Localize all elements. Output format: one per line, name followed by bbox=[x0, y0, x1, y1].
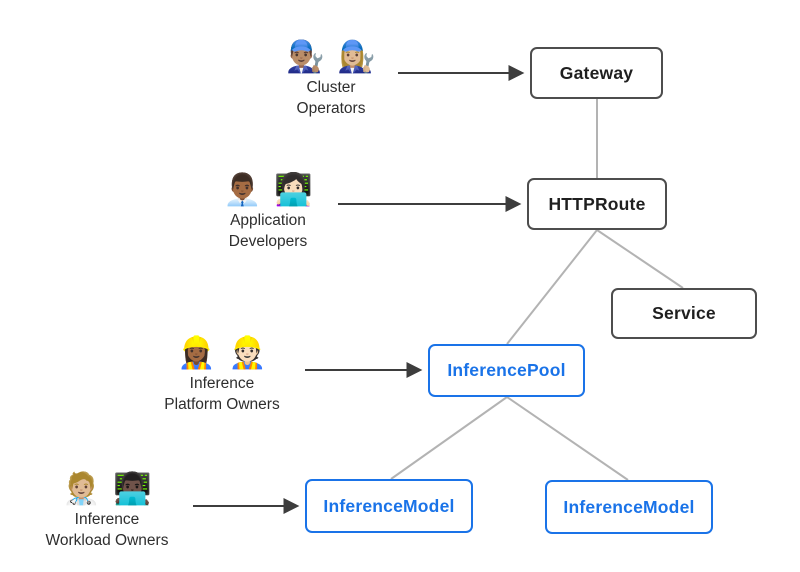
connector-httproute-service bbox=[596, 229, 684, 289]
cluster-operators-icons: 👨🏽‍🔧 👩🏼‍🔧 bbox=[246, 36, 416, 78]
connector-httproute-inferencepool bbox=[506, 229, 598, 345]
service-node: Service bbox=[611, 288, 757, 339]
inferencepool-node: InferencePool bbox=[428, 344, 585, 397]
inferencemodel-left-node: InferenceModel bbox=[305, 479, 473, 533]
man-office-worker-icon: 👨🏾‍💼 bbox=[223, 172, 262, 207]
persona-application-developers: 👨🏾‍💼 👩🏻‍💻 Application Developers bbox=[183, 169, 353, 252]
httproute-node: HTTPRoute bbox=[527, 178, 667, 230]
persona-label: Inference Workload Owners bbox=[45, 511, 169, 549]
man-technologist-icon: 👨🏿‍💻 bbox=[113, 471, 152, 506]
persona-label: Inference Platform Owners bbox=[164, 375, 280, 413]
application-developers-icons: 👨🏾‍💼 👩🏻‍💻 bbox=[183, 169, 353, 211]
inferencemodel-right-node: InferenceModel bbox=[545, 480, 713, 534]
inference-platform-owners-icons: 👷🏾‍♀️ 👷🏻 bbox=[122, 332, 322, 374]
persona-inference-platform-owners: 👷🏾‍♀️ 👷🏻 Inference Platform Owners bbox=[122, 332, 322, 415]
woman-technologist-icon: 👩🏻‍💻 bbox=[274, 172, 313, 207]
persona-label: Application Developers bbox=[228, 212, 308, 250]
connector-inferencepool-inferencemodel-left bbox=[390, 396, 508, 480]
gateway-node: Gateway bbox=[530, 47, 663, 99]
health-worker-icon: 🧑🏼‍⚕️ bbox=[62, 471, 101, 506]
woman-mechanic-icon: 👩🏼‍🔧 bbox=[337, 39, 376, 74]
construction-worker-icon: 👷🏻 bbox=[228, 335, 267, 370]
persona-inference-workload-owners: 🧑🏼‍⚕️ 👨🏿‍💻 Inference Workload Owners bbox=[7, 468, 207, 551]
persona-label: Cluster Operators bbox=[296, 79, 366, 117]
man-mechanic-icon: 👨🏽‍🔧 bbox=[286, 39, 325, 74]
inference-workload-owners-icons: 🧑🏼‍⚕️ 👨🏿‍💻 bbox=[7, 468, 207, 510]
connector-inferencepool-inferencemodel-right bbox=[506, 396, 629, 481]
persona-cluster-operators: 👨🏽‍🔧 👩🏼‍🔧 Cluster Operators bbox=[246, 36, 416, 119]
woman-construction-worker-icon: 👷🏾‍♀️ bbox=[177, 335, 216, 370]
